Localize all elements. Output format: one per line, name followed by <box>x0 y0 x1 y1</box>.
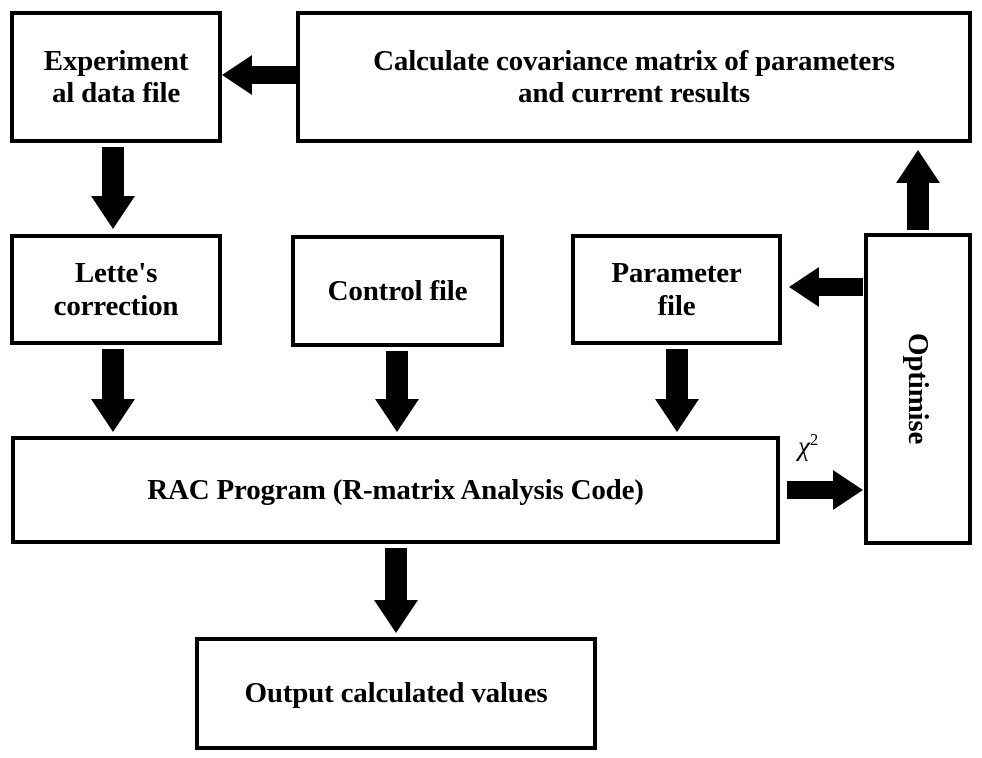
node-experimental-data-file-label: Experiment al data file <box>43 44 189 109</box>
node-lettes-correction-label: Lette's correction <box>53 257 179 322</box>
arrow-rac-to-output-icon <box>371 548 421 633</box>
node-lettes-correction[interactable]: Lette's correction <box>10 234 222 345</box>
node-rac-program[interactable]: RAC Program (R-matrix Analysis Code) <box>11 436 780 544</box>
node-control-file[interactable]: Control file <box>291 235 504 347</box>
node-output-calculated-values-label: Output calculated values <box>244 677 548 710</box>
arrow-covariance-to-experimental-icon <box>222 53 297 97</box>
node-parameter-file[interactable]: Parameter file <box>571 234 782 345</box>
node-calculate-covariance-matrix[interactable]: Calculate covariance matrix of parameter… <box>296 11 972 143</box>
chi-squared-base: χ <box>798 431 810 461</box>
node-optimise[interactable]: Optimise <box>864 233 972 545</box>
arrow-optimise-to-covariance-icon <box>893 150 943 230</box>
node-experimental-data-file[interactable]: Experiment al data file <box>10 11 222 143</box>
node-parameter-file-label: Parameter file <box>611 257 742 322</box>
arrow-optimise-to-parameter-icon <box>789 266 863 309</box>
node-control-file-label: Control file <box>327 274 468 307</box>
node-calculate-covariance-matrix-label: Calculate covariance matrix of parameter… <box>373 44 895 109</box>
node-rac-program-label: RAC Program (R-matrix Analysis Code) <box>147 473 644 506</box>
node-optimise-label: Optimise <box>902 333 935 445</box>
chi-squared-exponent: 2 <box>809 430 819 449</box>
arrow-parameter-to-rac-icon <box>653 349 701 432</box>
node-output-calculated-values[interactable]: Output calculated values <box>195 637 597 750</box>
chi-squared-annotation: χ2 <box>798 430 819 461</box>
arrow-experimental-to-lettes-icon <box>89 147 137 229</box>
arrow-lettes-to-rac-icon <box>89 349 137 432</box>
arrow-control-to-rac-icon <box>373 351 421 432</box>
arrow-rac-to-optimise-icon <box>787 469 863 512</box>
